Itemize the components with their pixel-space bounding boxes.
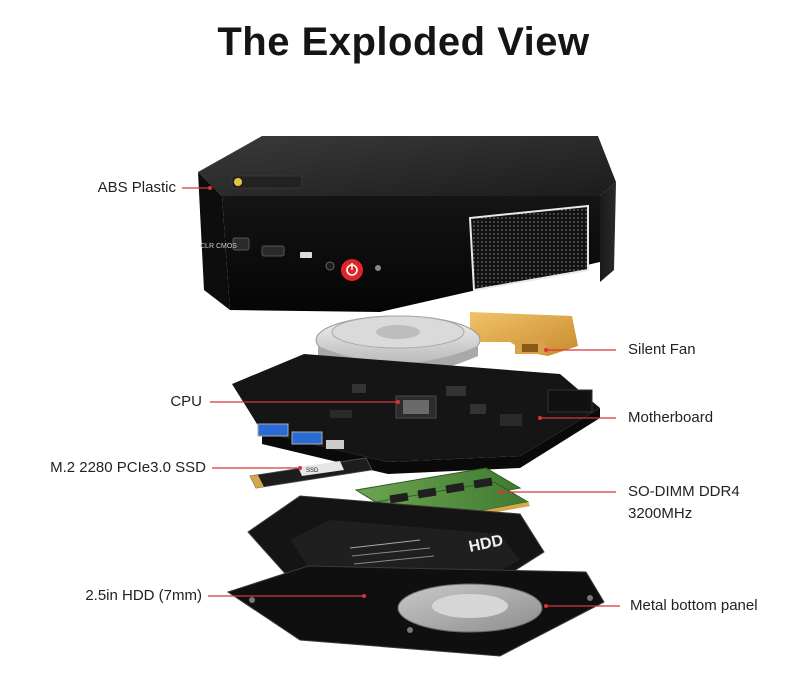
label-silent-fan: Silent Fan <box>628 341 696 358</box>
label-sodimm-speed: 3200MHz <box>628 505 693 522</box>
page-title: The Exploded View <box>217 20 590 64</box>
bottom-panel <box>226 565 605 657</box>
label-ssd: M.2 2280 PCIe3.0 SSD <box>50 459 206 476</box>
label-hdd: 2.5in HDD (7mm) <box>85 587 202 604</box>
label-cpu: CPU <box>170 393 202 410</box>
clr-cmos-marking: CLR CMOS <box>200 243 237 250</box>
hdd-bracket-marking: HDD <box>467 532 504 556</box>
chassis-enclosure: CLR CMOS <box>198 136 616 312</box>
label-sodimm: SO-DIMM DDR4 <box>628 483 740 500</box>
leader-lines <box>182 186 620 608</box>
ssd-sticker: SSD <box>306 468 319 474</box>
motherboard-board <box>232 354 600 474</box>
label-abs-plastic: ABS Plastic <box>97 179 176 196</box>
label-motherboard: Motherboard <box>628 409 714 426</box>
label-bottom-panel: Metal bottom panel <box>630 597 758 614</box>
ssd-module: SSD <box>249 457 373 489</box>
